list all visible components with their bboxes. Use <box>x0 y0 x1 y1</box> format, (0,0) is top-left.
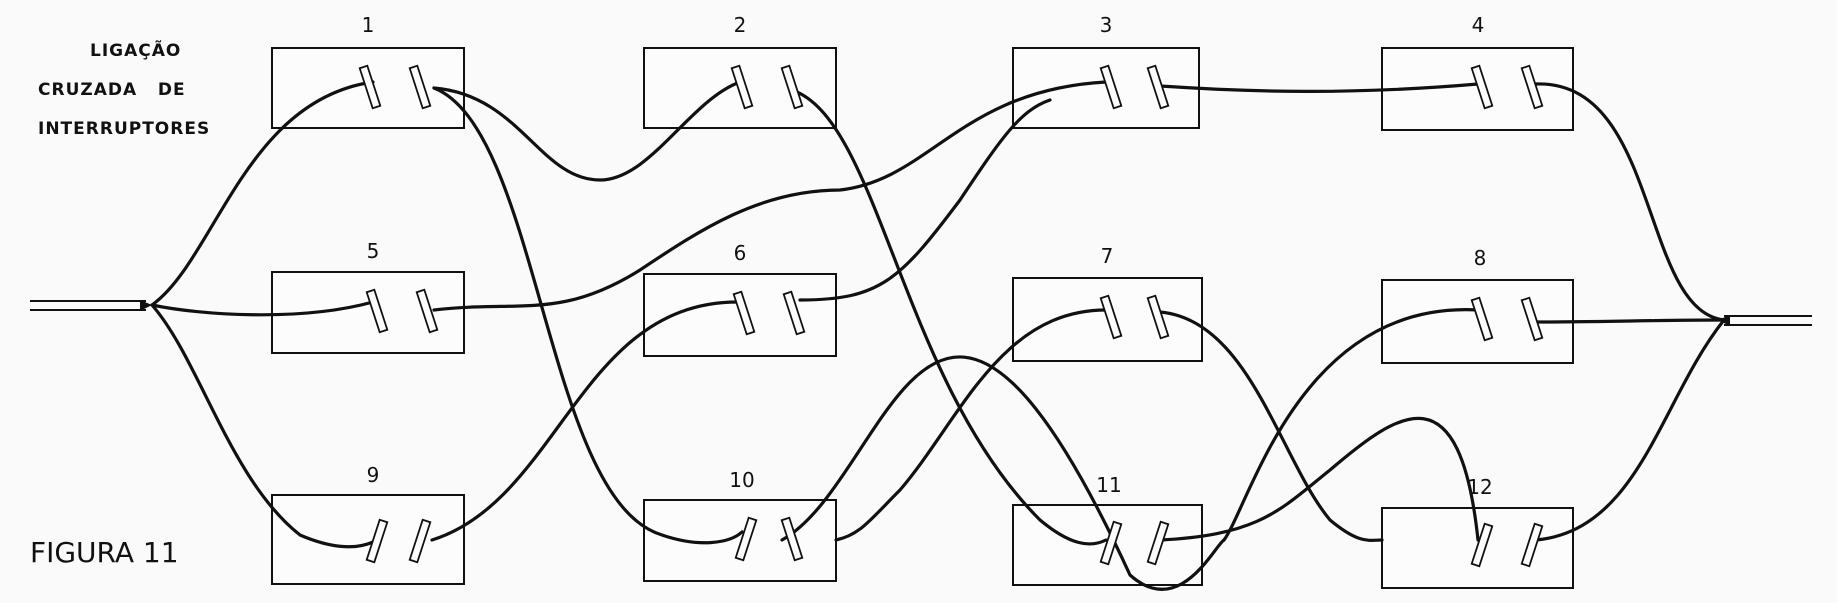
contacts-3 <box>1099 64 1170 110</box>
contacts-11 <box>1099 520 1170 566</box>
switch-boxes: 1 2 3 4 5 6 7 <box>271 13 1574 589</box>
contacts-6 <box>732 290 806 336</box>
diagram-title: LIGAÇÃO CRUZADA DE INTERRUPTORES <box>38 38 210 139</box>
contacts-10 <box>734 516 804 562</box>
switch-box-9: 9 <box>271 463 465 585</box>
contacts-5 <box>365 288 439 334</box>
contacts-9 <box>365 518 432 564</box>
switch-number-6: 6 <box>734 241 747 265</box>
wiring <box>150 80 1726 591</box>
switch-box-2: 2 <box>643 13 837 129</box>
contacts-1 <box>358 64 432 110</box>
switch-box-10: 10 <box>643 468 837 582</box>
switch-number-2: 2 <box>734 13 747 37</box>
switch-number-10: 10 <box>729 468 754 492</box>
switch-number-4: 4 <box>1472 13 1485 37</box>
title-line-2: CRUZADA DE <box>38 80 186 100</box>
contacts-8 <box>1470 296 1544 342</box>
switch-number-8: 8 <box>1474 246 1487 270</box>
switch-number-9: 9 <box>367 463 380 487</box>
title-line-1: LIGAÇÃO <box>90 38 181 61</box>
left-cable <box>30 300 152 311</box>
switch-contacts <box>358 64 1544 568</box>
contacts-2 <box>730 64 804 110</box>
switch-number-3: 3 <box>1100 13 1113 37</box>
right-cable <box>1718 315 1812 326</box>
figure-label: FIGURA 11 <box>30 536 179 569</box>
switch-number-1: 1 <box>362 13 375 37</box>
contacts-12 <box>1470 522 1544 568</box>
contacts-7 <box>1099 294 1170 340</box>
switch-number-7: 7 <box>1101 244 1114 268</box>
contacts-4 <box>1470 64 1544 110</box>
title-line-3: INTERRUPTORES <box>38 119 210 139</box>
switch-number-11: 11 <box>1096 473 1121 497</box>
switch-number-5: 5 <box>367 239 380 263</box>
